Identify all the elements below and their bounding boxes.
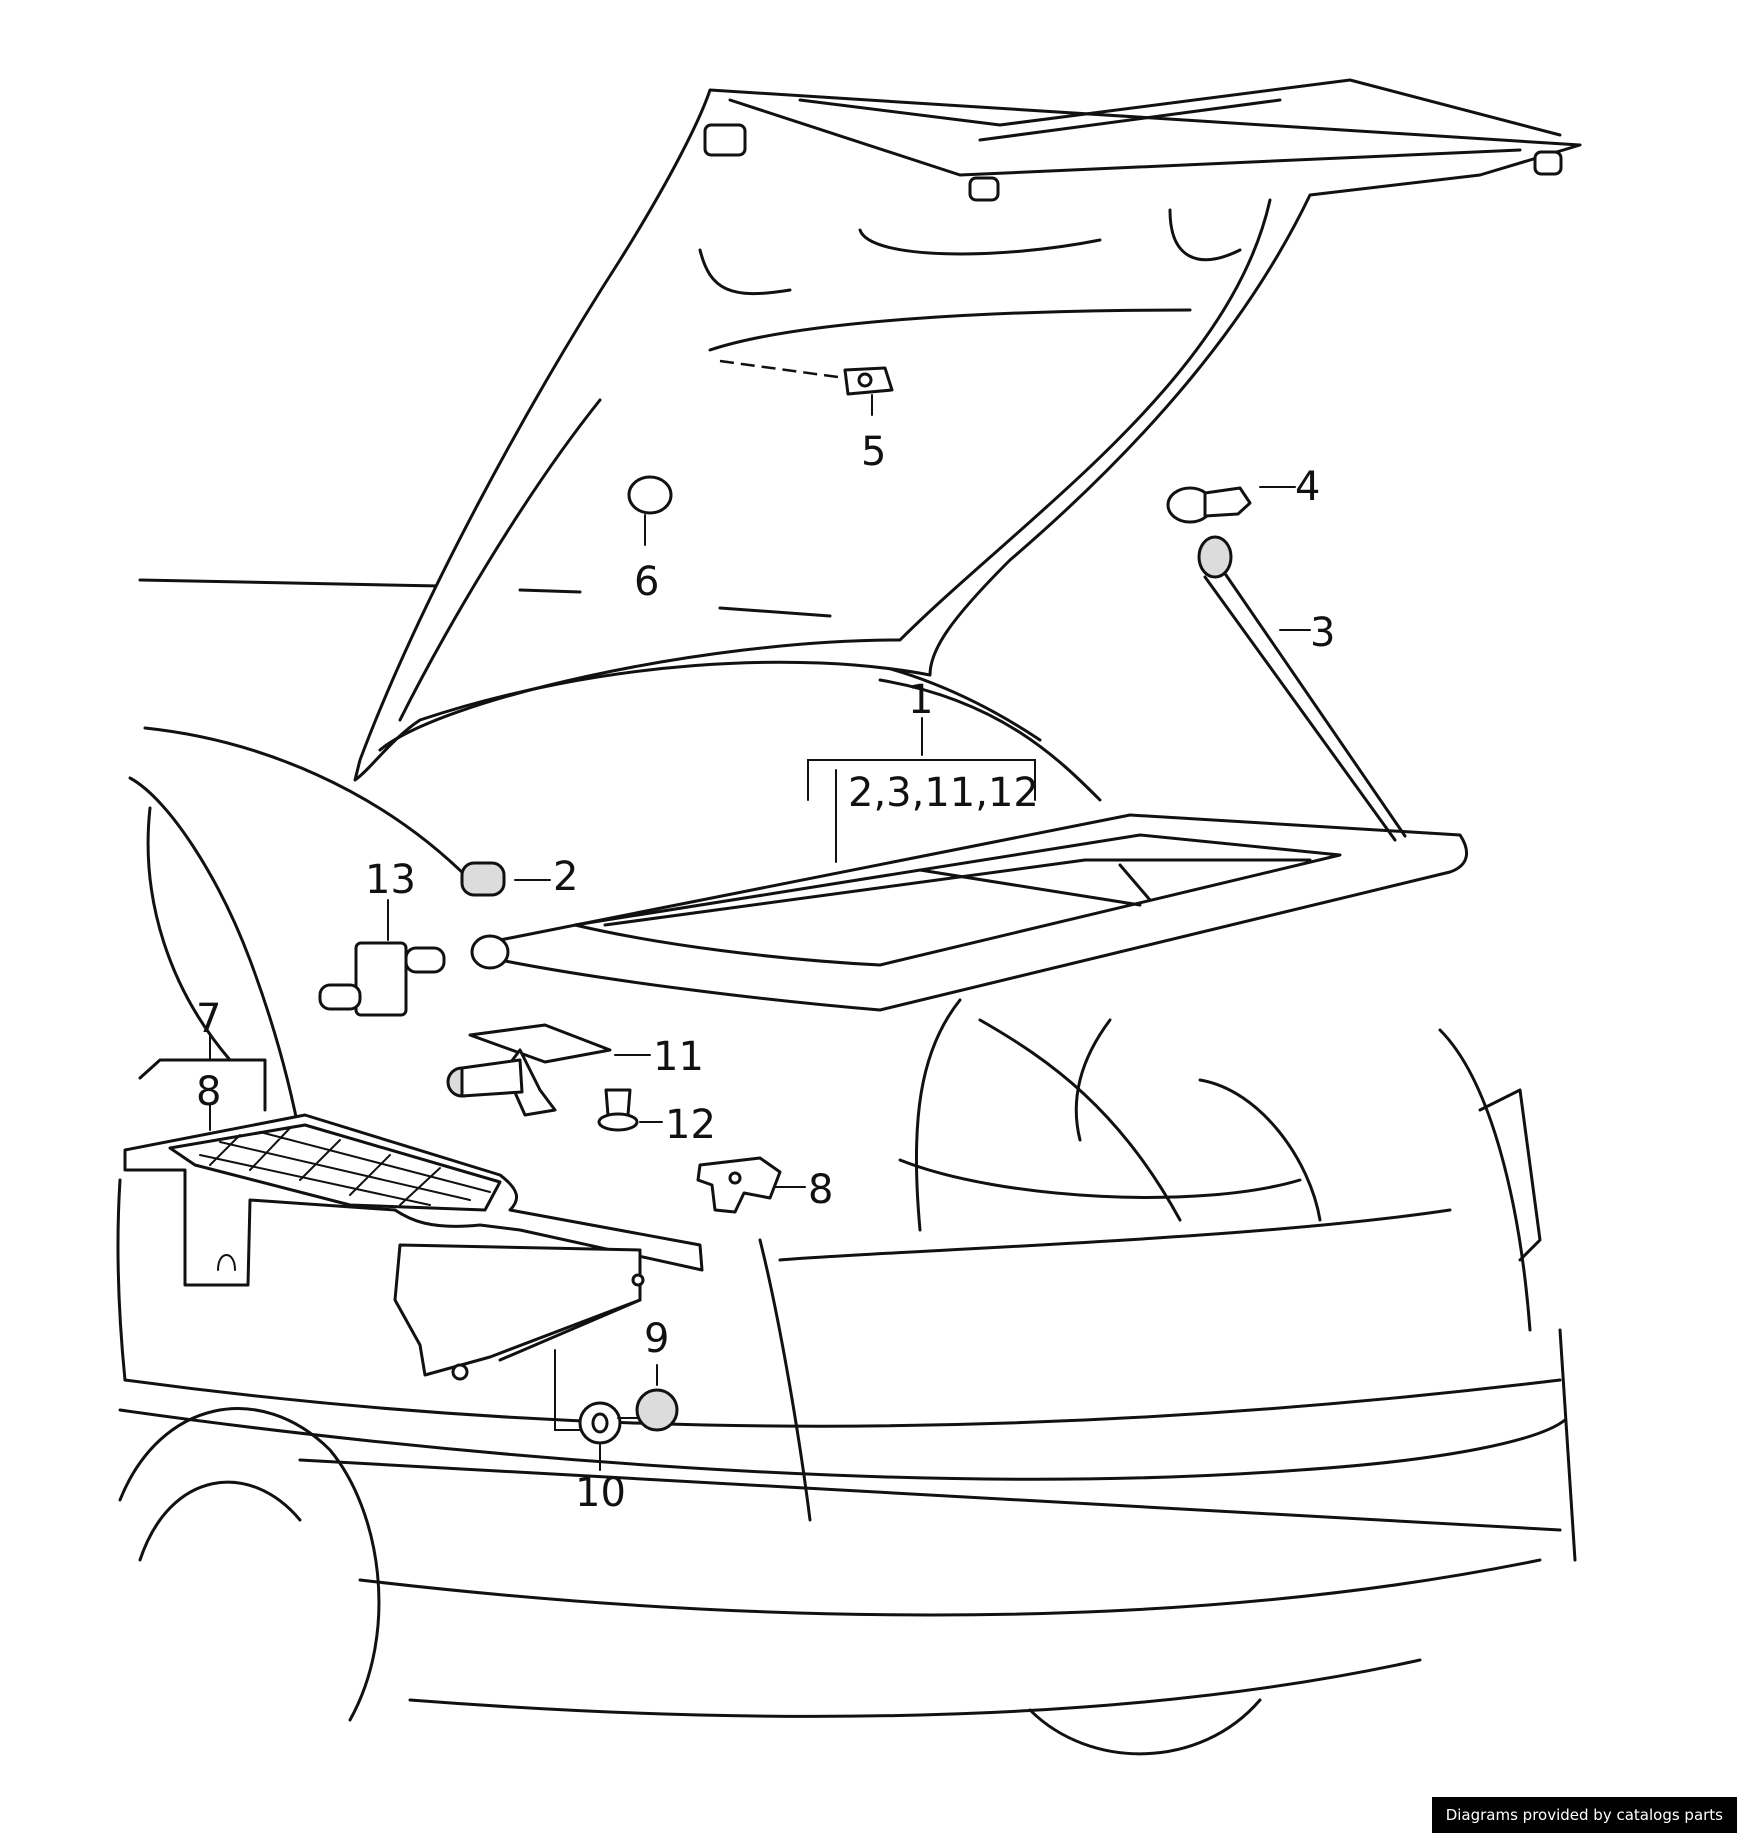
lid-lock xyxy=(719,359,894,416)
callout-8-group: 8 xyxy=(196,1069,221,1115)
callout-2: 2 xyxy=(553,854,578,900)
callout-labels: 1 2,3,11,12 2 3 4 5 6 7 8 8 9 10 11 12 1… xyxy=(196,429,1335,1516)
callout-4: 4 xyxy=(1295,464,1320,510)
callout-8: 8 xyxy=(808,1167,833,1213)
retaining-clip xyxy=(1166,486,1296,524)
callout-bracket-1 xyxy=(807,717,1036,863)
callout-9: 9 xyxy=(644,1316,669,1362)
credit-badge: Diagrams provided by catalogs parts xyxy=(1431,1797,1737,1833)
callout-13: 13 xyxy=(365,857,416,903)
gas-strut xyxy=(1197,535,1407,842)
trunk-lid xyxy=(353,78,1582,782)
lock-cylinder xyxy=(318,899,446,1017)
rear-panel xyxy=(470,813,1469,1012)
hinge-bracket xyxy=(703,123,747,157)
callout-12: 12 xyxy=(665,1102,716,1148)
small-bracket xyxy=(696,1156,806,1214)
bump-stop xyxy=(460,861,551,897)
callout-10: 10 xyxy=(575,1470,626,1516)
rubber-buffer xyxy=(627,475,673,546)
shelf-bracket xyxy=(123,1034,704,1381)
hinge xyxy=(446,1023,651,1117)
callout-11: 11 xyxy=(653,1034,704,1080)
callout-1: 1 xyxy=(908,677,933,723)
callout-5: 5 xyxy=(861,429,886,475)
nut-washer xyxy=(554,1349,679,1471)
callout-3: 3 xyxy=(1310,610,1335,656)
grommet xyxy=(597,1088,663,1132)
car-body xyxy=(116,578,1577,1756)
callout-7: 7 xyxy=(196,996,221,1042)
callout-6: 6 xyxy=(634,559,659,605)
callout-1-group: 2,3,11,12 xyxy=(848,770,1039,816)
